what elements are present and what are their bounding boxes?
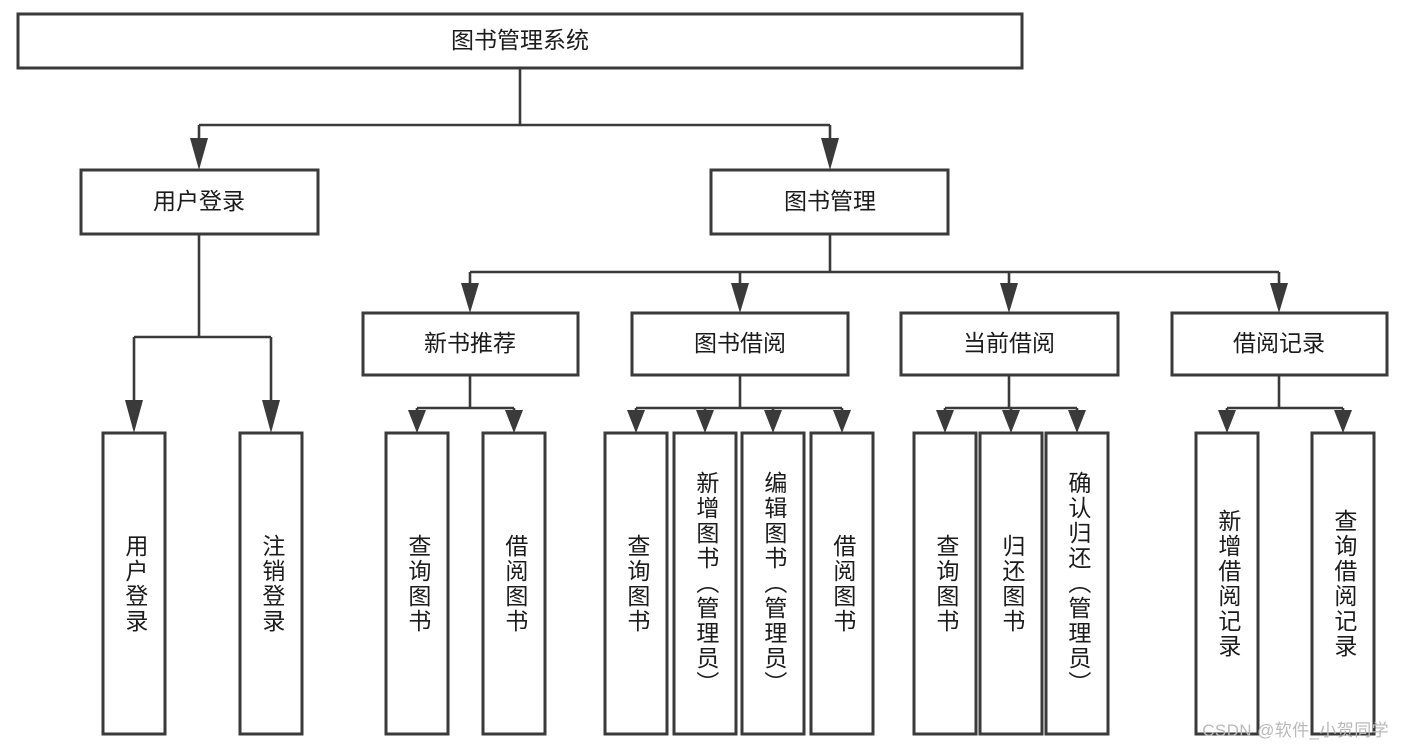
leaf-box-user-login-logout[interactable] — [238, 431, 304, 736]
arrow-head-book-borrow — [731, 283, 749, 313]
leaf-box-borrow-query-book[interactable] — [603, 431, 669, 736]
node-box-user-login[interactable] — [79, 168, 320, 236]
arrow-head-user-login — [190, 138, 208, 170]
arrow-head-borrow-records — [1270, 283, 1288, 313]
leaf-box-records-add-record[interactable] — [1194, 431, 1260, 736]
arrow-head-book-manage — [821, 138, 839, 170]
node-label-book-borrow: 图书借阅 — [694, 330, 786, 356]
arrow-head-records-child-1 — [1218, 410, 1236, 433]
node-box-book-manage[interactable] — [709, 168, 950, 236]
node-box-current-borrow[interactable] — [899, 311, 1120, 377]
arrow-head-current-child-2 — [1002, 410, 1020, 433]
node-label-borrow-records: 借阅记录 — [1233, 330, 1325, 356]
leaf-box-current-return-book[interactable] — [978, 431, 1044, 736]
node-label-book-manage: 图书管理 — [784, 188, 876, 214]
node-box-book-borrow[interactable] — [630, 311, 850, 377]
arrow-head-borrow-child-4 — [833, 410, 851, 433]
node-box-root[interactable] — [16, 12, 1024, 70]
arrow-head-borrow-child-2 — [696, 410, 714, 433]
arrow-head-borrow-child-1 — [627, 410, 645, 433]
node-box-new-book-recommend[interactable] — [361, 311, 580, 377]
arrow-head-leaf-user-login — [125, 400, 143, 433]
leaf-box-recommend-borrow-book[interactable] — [481, 431, 547, 736]
arrow-head-current-borrow — [1000, 283, 1018, 313]
leaf-box-recommend-query-book[interactable] — [384, 431, 450, 736]
leaf-box-borrow-add-book[interactable] — [672, 431, 738, 736]
leaf-box-current-confirm-return[interactable] — [1044, 431, 1110, 736]
node-label-root: 图书管理系统 — [451, 27, 589, 53]
arrow-head-records-child-2 — [1334, 410, 1352, 433]
arrow-head-current-child-1 — [936, 410, 954, 433]
watermark-text: CSDN @软件_小贺同学 — [1202, 721, 1389, 740]
connectors-group — [125, 68, 1352, 433]
arrow-head-current-child-3 — [1068, 410, 1086, 433]
leaf-box-borrow-edit-book[interactable] — [740, 431, 806, 736]
node-label-user-login: 用户登录 — [153, 188, 245, 214]
arrow-head-new-book-recommend — [461, 283, 479, 313]
arrow-head-recommend-child-1 — [408, 410, 426, 433]
node-box-borrow-records[interactable] — [1170, 311, 1389, 377]
leaf-box-user-login-login[interactable] — [101, 431, 167, 736]
arrow-head-recommend-child-2 — [505, 410, 523, 433]
node-label-current-borrow: 当前借阅 — [963, 330, 1055, 356]
leaf-box-current-query-book[interactable] — [912, 431, 978, 736]
node-label-new-book-recommend: 新书推荐 — [424, 330, 516, 356]
nodes-group: 图书管理系统 用户登录 图书管理 新书推荐 图书借阅 当前借阅 借阅记录 — [16, 12, 1389, 736]
arrow-head-borrow-child-3 — [764, 410, 782, 433]
leaf-box-borrow-borrow-book[interactable] — [809, 431, 875, 736]
leaf-box-records-query-record[interactable] — [1310, 431, 1376, 736]
arrow-head-leaf-logout — [262, 400, 280, 433]
